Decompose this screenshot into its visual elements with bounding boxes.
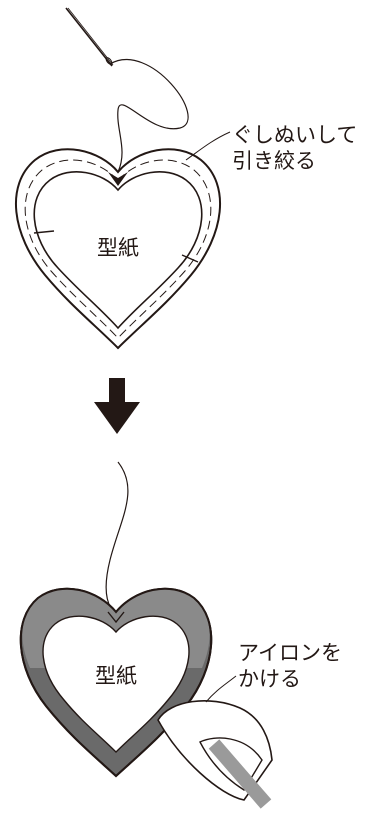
- step2-figure: [19, 461, 273, 809]
- callout-leader-1: [185, 131, 231, 161]
- gather-point: [108, 172, 128, 186]
- step1-figure: [14, 7, 231, 350]
- needle-icon: [65, 7, 114, 67]
- callout-step1-line2: 引き絞る: [232, 149, 316, 173]
- pattern-paper-outline-2: [42, 615, 190, 753]
- iron-handle: [208, 739, 272, 809]
- pattern-label-1: 型紙: [97, 236, 139, 260]
- pattern-paper-outline: [33, 171, 203, 330]
- running-stitch: [24, 159, 212, 339]
- down-arrow-icon: [94, 378, 140, 434]
- callout-step2-line2: かける: [238, 667, 301, 691]
- callout-step1-line1: ぐしぬいして: [232, 123, 358, 147]
- pattern-label-2: 型紙: [95, 664, 137, 688]
- thread-line: [109, 58, 189, 173]
- thread-line-2: [105, 461, 129, 616]
- callout-step2-line1: アイロンを: [238, 641, 342, 665]
- callout-leader-2: [205, 675, 237, 703]
- iron-icon: [157, 700, 273, 809]
